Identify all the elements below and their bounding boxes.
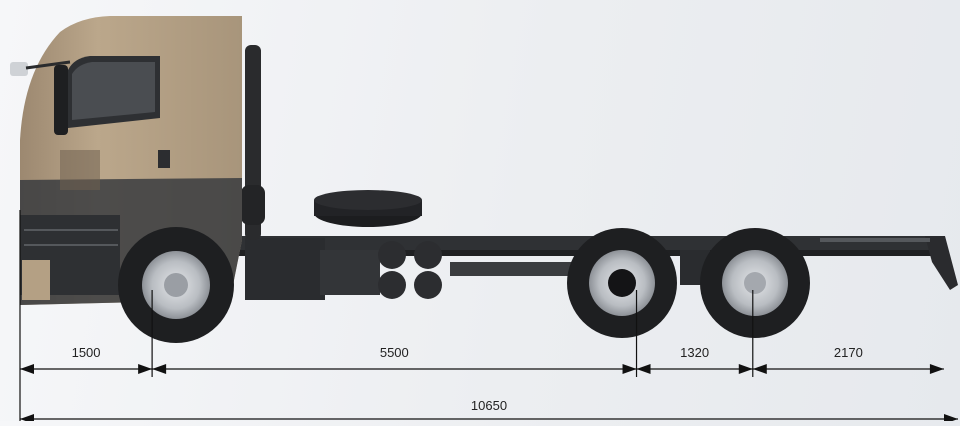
dimension-arrow-start-3	[752, 364, 767, 374]
dimension-arrow-start-1	[152, 364, 167, 374]
chassis-components	[245, 238, 710, 300]
dimension-label-front-overhang: 1500	[71, 345, 101, 360]
dimension-label-rear-overhang: 2170	[833, 345, 863, 360]
spare-wheel-icon	[314, 190, 422, 227]
dimension-arrow-start-0	[20, 364, 34, 374]
dimension-arrow-start-2	[636, 364, 651, 374]
rear-wheel-1-icon	[567, 228, 677, 338]
air-intake-stack	[241, 45, 265, 240]
dimension-label-overall-length: 10650	[470, 398, 508, 413]
dimension-lines	[19, 210, 958, 424]
dimension-arrow-end-0	[138, 364, 153, 374]
dimension-arrow-end-2	[738, 364, 753, 374]
dimension-arrow-start-overall	[20, 414, 34, 424]
dimension-label-wheelbase: 5500	[379, 345, 409, 360]
rear-wheel-2-icon	[700, 228, 810, 338]
dimension-label-tandem-spacing: 1320	[680, 345, 710, 360]
front-wheel-icon	[118, 227, 234, 343]
dimension-arrow-end-3	[929, 364, 944, 374]
dimension-arrow-end-overall	[944, 414, 958, 424]
dimension-arrow-end-1	[622, 364, 637, 374]
